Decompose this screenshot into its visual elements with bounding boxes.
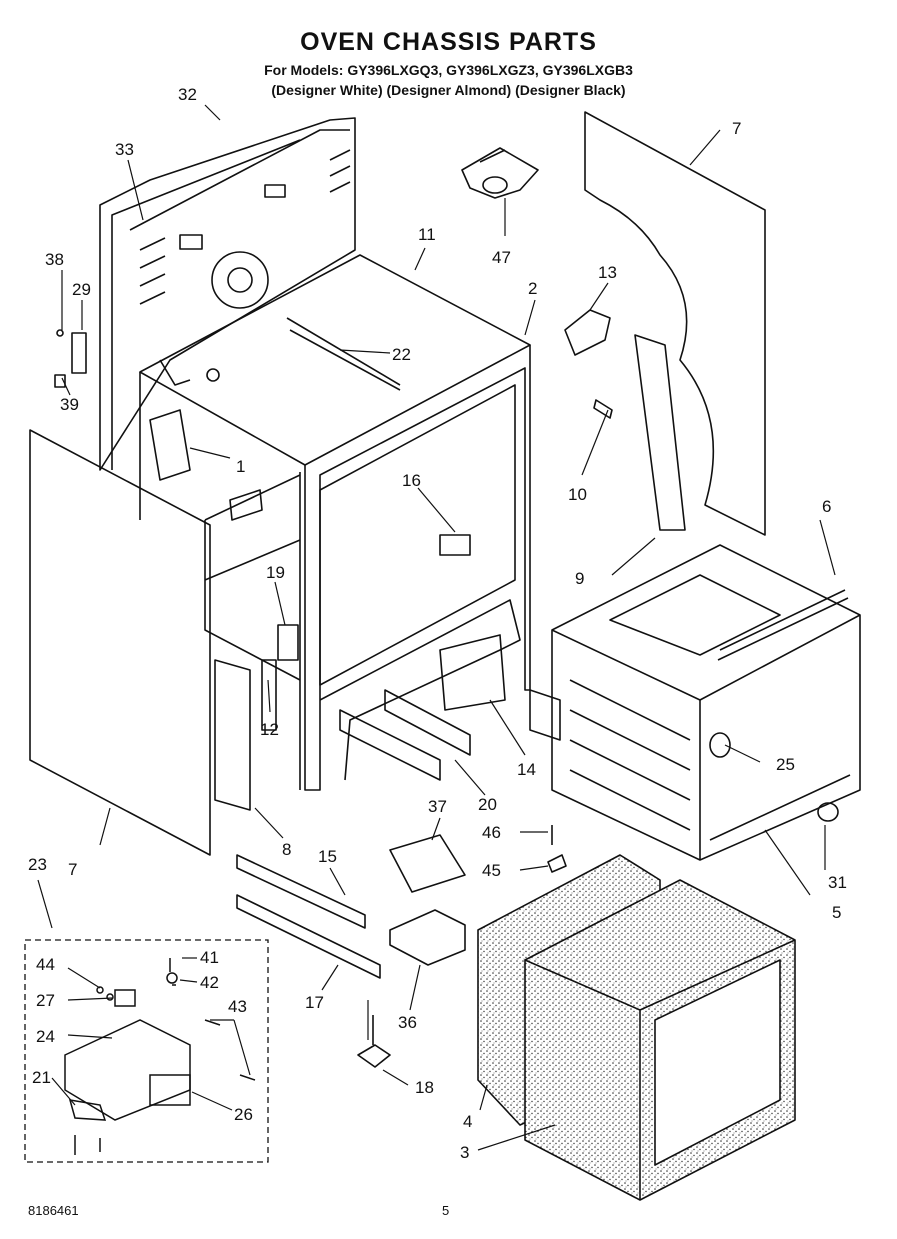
callout-45: 45 — [482, 861, 501, 880]
callout-2: 2 — [528, 279, 537, 298]
callout-5: 5 — [832, 903, 841, 922]
callout-7-right: 7 — [732, 119, 741, 138]
hinge-part-29 — [71, 332, 87, 374]
callout-46: 46 — [482, 823, 501, 842]
callout-16: 16 — [402, 471, 421, 490]
callout-26: 26 — [234, 1105, 253, 1124]
callout-29: 29 — [72, 280, 91, 299]
connector-part-27 — [114, 989, 136, 1007]
callout-15: 15 — [318, 847, 337, 866]
callout-38: 38 — [45, 250, 64, 269]
callout-27: 27 — [36, 991, 55, 1010]
callout-47: 47 — [492, 248, 511, 267]
callout-8: 8 — [282, 840, 291, 859]
side-panel-part-7-right — [584, 111, 766, 536]
switch-part-16 — [439, 534, 471, 556]
bracket-part-21 — [68, 1099, 107, 1121]
callout-4: 4 — [463, 1112, 472, 1131]
colors-line: (Designer White) (Designer Almond) (Desi… — [271, 82, 626, 98]
bolt-part-10 — [593, 399, 613, 419]
callout-17: 17 — [305, 993, 324, 1012]
callout-18: 18 — [415, 1078, 434, 1097]
clip-part-45 — [547, 854, 567, 873]
rear-panel-part-33 — [99, 117, 356, 471]
clip-part-39 — [54, 374, 66, 388]
callout-25: 25 — [776, 755, 795, 774]
rail-part-9 — [634, 334, 686, 531]
callout-36: 36 — [398, 1013, 417, 1032]
insulation-opening — [654, 959, 781, 1166]
block-part-26 — [149, 1074, 191, 1106]
strip-part-12 — [261, 659, 277, 731]
side-panel-part-7-left — [29, 429, 211, 856]
callout-31: 31 — [828, 873, 847, 892]
callout-23: 23 — [28, 855, 47, 874]
callout-10: 10 — [568, 485, 587, 504]
bracket-part-36 — [389, 909, 466, 966]
callout-6: 6 — [822, 497, 831, 516]
heating-element-part-14 — [439, 634, 506, 711]
rod-part-22 — [286, 317, 401, 386]
callout-21: 21 — [32, 1068, 51, 1087]
rail-part-8 — [214, 659, 251, 811]
models-line: For Models: GY396LXGQ3, GY396LXGZ3, GY39… — [264, 62, 633, 78]
callout-12: 12 — [260, 720, 279, 739]
callout-1: 1 — [236, 457, 245, 476]
callout-44: 44 — [36, 955, 55, 974]
callout-32: 32 — [178, 85, 197, 104]
doc-number: 8186461 — [28, 1203, 79, 1218]
callout-13: 13 — [598, 263, 617, 282]
callout-43: 43 — [228, 997, 247, 1016]
oven-chassis-frame-part-11 — [139, 254, 531, 791]
callout-20: 20 — [478, 795, 497, 814]
rail-part-17 — [236, 894, 381, 979]
callout-11: 11 — [418, 225, 436, 244]
callout-7-left: 7 — [68, 860, 77, 879]
callout-37: 37 — [428, 797, 447, 816]
shield-part-37 — [389, 834, 466, 893]
rail-part-20 — [339, 689, 471, 781]
foot-part-18 — [357, 1015, 391, 1068]
callout-33: 33 — [115, 140, 134, 159]
knob-part-31 — [817, 802, 839, 822]
callout-3: 3 — [460, 1143, 469, 1162]
callout-42: 42 — [200, 973, 219, 992]
callout-14: 14 — [517, 760, 536, 779]
page-number: 5 — [442, 1203, 450, 1218]
callout-39: 39 — [60, 395, 79, 414]
callout-22: 22 — [392, 345, 411, 364]
callout-19: 19 — [266, 563, 285, 582]
oven-liner-part-6 — [529, 544, 861, 861]
callout-9: 9 — [575, 569, 584, 588]
sub-assembly-box-23 — [24, 939, 269, 1163]
thermostat-cover-part-47 — [461, 147, 539, 199]
rail-part-15 — [236, 854, 366, 929]
bracket-part-19 — [277, 624, 299, 661]
screw-part-38 — [56, 329, 64, 337]
page-title: OVEN CHASSIS PARTS — [300, 28, 597, 56]
bracket-part-13 — [564, 309, 611, 356]
callout-41: 41 — [200, 948, 219, 967]
callout-24: 24 — [36, 1027, 55, 1046]
